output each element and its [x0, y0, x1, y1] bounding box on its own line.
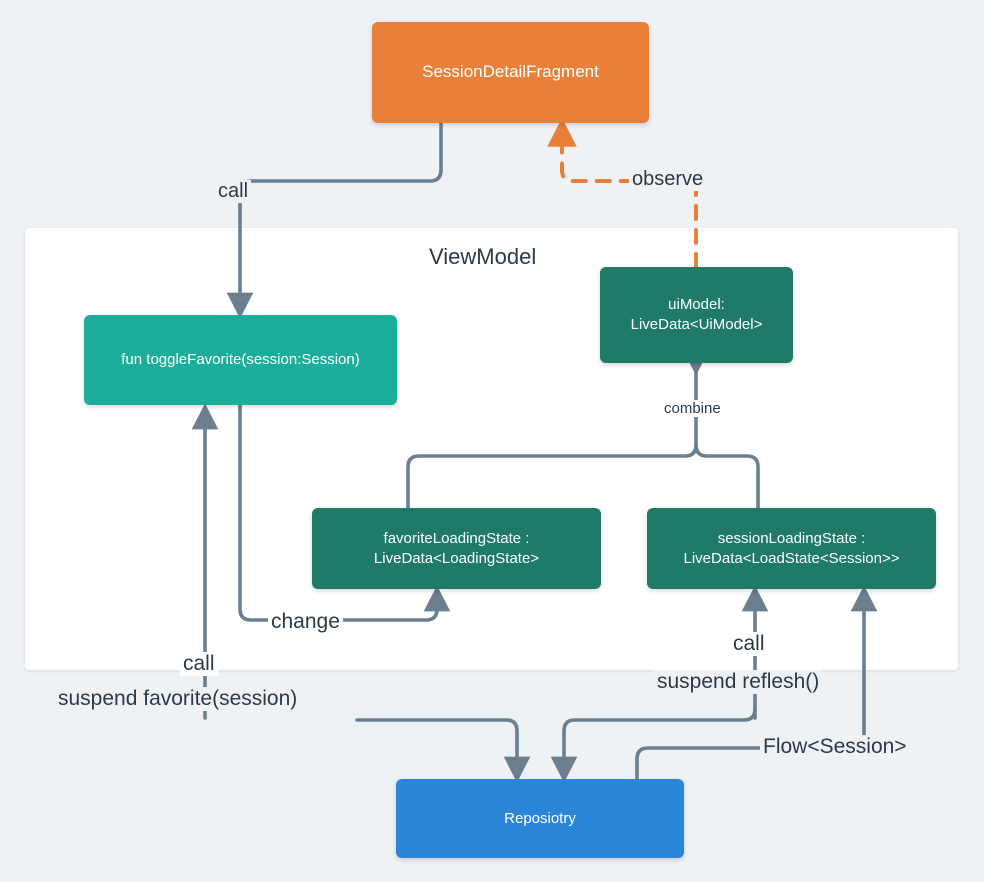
node-label-line1: uiModel:: [668, 296, 725, 314]
edge-label-suspend-reflesh: suspend reflesh(): [654, 670, 823, 694]
node-repository[interactable]: Reposiotry: [396, 779, 684, 858]
node-label-line2: LiveData<UiModel>: [630, 316, 763, 333]
edge-suspend-favorite: [355, 718, 531, 783]
node-uimodel-livedata[interactable]: uiModel: LiveData<UiModel>: [600, 267, 793, 363]
node-label-line1: sessionLoadingState :: [717, 529, 866, 547]
edge-label-observe: observe: [629, 168, 707, 191]
edge-label-call-right: call: [730, 632, 768, 656]
edge-suspend-reflesh: [550, 707, 757, 783]
node-session-detail-fragment[interactable]: SessionDetailFragment: [372, 22, 649, 123]
node-label-line2: LiveData<LoadingState>: [373, 549, 540, 567]
viewmodel-panel: [25, 228, 958, 670]
node-session-loading-state[interactable]: sessionLoadingState : LiveData<LoadState…: [647, 508, 936, 589]
node-label-line2: LiveData<LoadState<Session>>: [683, 549, 900, 567]
edge-label-combine: combine: [661, 400, 724, 417]
edge-label-call-top: call: [215, 180, 252, 203]
node-toggle-favorite[interactable]: fun toggleFavorite(session:Session): [84, 315, 397, 405]
edge-label-call-left: call: [180, 652, 218, 676]
edge-label-flow: Flow<Session>: [760, 735, 910, 759]
edge-label-suspend-favorite: suspend favorite(session): [55, 687, 301, 711]
node-label: SessionDetailFragment: [422, 62, 599, 82]
node-favorite-loading-state[interactable]: favoriteLoadingState : LiveData<LoadingS…: [312, 508, 601, 589]
node-label: Reposiotry: [504, 809, 576, 827]
node-label-line1: favoriteLoadingState :: [383, 529, 530, 547]
node-label: fun toggleFavorite(session:Session): [121, 351, 360, 369]
edge-label-change: change: [268, 610, 343, 634]
viewmodel-panel-title: ViewModel: [429, 244, 537, 269]
